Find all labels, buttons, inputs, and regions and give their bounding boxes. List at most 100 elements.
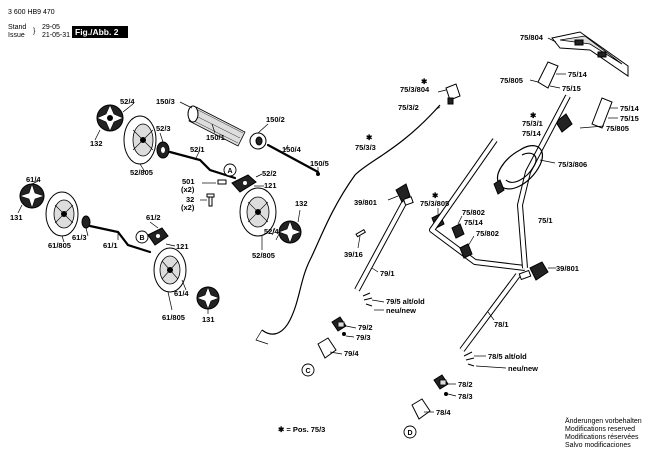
label-75-14: 75/14 xyxy=(568,70,588,79)
figure-label: Fig./Abb. 2 xyxy=(75,27,119,37)
label-32: 32 xyxy=(186,195,194,204)
wheel-52-805-icon xyxy=(123,115,157,165)
asterisk-markers: ✱ ✱ ✱ ✱ xyxy=(366,77,537,200)
label-61-1: 61/1 xyxy=(103,241,118,250)
label-78-1: 78/1 xyxy=(494,320,509,329)
bracket-79-2-icon xyxy=(331,316,347,332)
label-52-2: 52/2 xyxy=(262,169,277,178)
label-75-3-805: 75/3/805 xyxy=(420,199,449,208)
note-es: Salvo modificaciones xyxy=(565,442,631,449)
stand-label: Stand xyxy=(8,24,26,31)
label-131b: 131 xyxy=(202,315,215,324)
callout-b: B xyxy=(135,230,149,244)
label-150-5: 150/5 xyxy=(310,159,329,168)
callout-a: A xyxy=(223,163,237,177)
label-75-3-2: 75/3/2 xyxy=(398,103,419,112)
label-78-5-new: neu/new xyxy=(508,364,538,373)
label-39-16: 39/16 xyxy=(344,250,363,259)
label-75-15b: 75/15 xyxy=(620,114,639,123)
callout-d: D xyxy=(403,425,417,439)
hub-cap-61-4-icon xyxy=(19,183,45,209)
label-79-2: 79/2 xyxy=(358,323,373,332)
label-75-3-3: 75/3/3 xyxy=(355,143,376,152)
bracket-52-2-icon xyxy=(231,174,257,193)
label-79-1: 79/1 xyxy=(380,269,395,278)
clip-78-5-icon xyxy=(463,351,475,367)
axle-52-1-icon xyxy=(168,150,237,180)
bracket-75-802a-icon xyxy=(451,223,465,239)
figure-label-box xyxy=(72,26,128,38)
label-131: 131 xyxy=(10,213,23,222)
label-61-4: 61/4 xyxy=(26,175,41,184)
label-52-3: 52/3 xyxy=(156,124,171,133)
front-wheel-assembly-61 xyxy=(17,180,220,314)
note-en: Modifications reserved xyxy=(565,426,635,433)
washer-150-5-icon xyxy=(316,172,320,176)
bracket-61-2-icon xyxy=(147,227,169,246)
label-61-3: 61/3 xyxy=(72,233,87,242)
grip-75-805a-icon xyxy=(537,61,559,89)
label-52-1: 52/1 xyxy=(190,145,205,154)
hub-cap-52-4-icon xyxy=(96,104,124,132)
label-52-4: 52/4 xyxy=(120,97,135,106)
label-79-5: 79/5 alt/old xyxy=(386,297,425,306)
bearing-52-3-icon xyxy=(156,141,170,159)
cable-coil-75-3-806-icon xyxy=(493,145,543,195)
part-labels: 52/4 132 52/3 52/805 150/3 150/1 150/2 1… xyxy=(10,33,640,417)
note-de: Änderungen vorbehalten xyxy=(565,417,642,425)
label-501: 501 xyxy=(182,177,195,186)
label-52-805b: 52/805 xyxy=(252,251,275,260)
stand-value: 29-05 xyxy=(42,24,60,31)
label-78-2: 78/2 xyxy=(458,380,473,389)
clip-79-5-icon xyxy=(362,292,373,307)
label-150-4: 150/4 xyxy=(282,145,302,154)
issue-value: 21-05-31 xyxy=(42,32,70,39)
issue-label: Issue xyxy=(8,32,25,39)
screw-39-16-icon xyxy=(355,228,367,238)
handle-top-75 xyxy=(529,31,629,133)
label-150-3: 150/3 xyxy=(156,97,175,106)
label-501-x2: (x2) xyxy=(181,185,195,194)
label-61-4b: 61/4 xyxy=(174,289,189,298)
nut-78-3-icon xyxy=(444,392,448,396)
lower-handle-79 xyxy=(317,183,414,359)
rear-wheel-assembly-52 xyxy=(94,103,302,250)
label-150-2: 150/2 xyxy=(266,115,285,124)
hub-cap-52-4b-icon xyxy=(278,220,302,244)
screw-501-icon xyxy=(217,179,227,185)
roller-assembly-150 xyxy=(179,101,320,176)
label-150-1: 150/1 xyxy=(206,133,225,142)
label-75-3-1: 75/3/1 xyxy=(522,119,543,128)
asterisk-icon: ✱ xyxy=(432,191,439,200)
label-75-804: 75/804 xyxy=(520,33,544,42)
label-75-14b: 75/14 xyxy=(620,104,640,113)
label-75-3-804: 75/3/804 xyxy=(400,85,430,94)
handle-bar-75-804-icon xyxy=(551,31,629,77)
label-75-14d: 75/14 xyxy=(464,218,484,227)
label-79-3: 79/3 xyxy=(356,333,371,342)
label-75-805b: 75/805 xyxy=(606,124,629,133)
header-block: 3 600 HB9 470 Stand Issue } 29-05 21-05-… xyxy=(8,9,128,39)
label-132: 132 xyxy=(90,139,103,148)
callout-c: C xyxy=(301,363,315,377)
svg-text:B: B xyxy=(139,235,144,242)
label-52-4b: 52/4 xyxy=(264,227,279,236)
label-132b: 132 xyxy=(295,199,308,208)
asterisk-icon: ✱ xyxy=(530,111,537,120)
cable-end-75-3-804-icon xyxy=(445,83,461,105)
brace-icon: } xyxy=(33,28,36,35)
label-75-802b: 75/802 xyxy=(476,229,499,238)
label-78-3: 78/3 xyxy=(458,392,473,401)
svg-text:D: D xyxy=(407,430,412,437)
svg-text:A: A xyxy=(227,168,232,175)
roller-cap-150-2-icon xyxy=(249,132,267,150)
asterisk-icon: ✱ xyxy=(421,77,428,86)
handle-frame-75-1 xyxy=(429,94,571,281)
cover-78-4-icon xyxy=(411,398,431,420)
knob-39-801b-icon xyxy=(518,261,549,281)
label-75-805: 75/805 xyxy=(500,76,523,85)
modification-notes: Änderungen vorbehalten Modifications res… xyxy=(565,417,642,449)
label-75-3-806: 75/3/806 xyxy=(558,160,587,169)
